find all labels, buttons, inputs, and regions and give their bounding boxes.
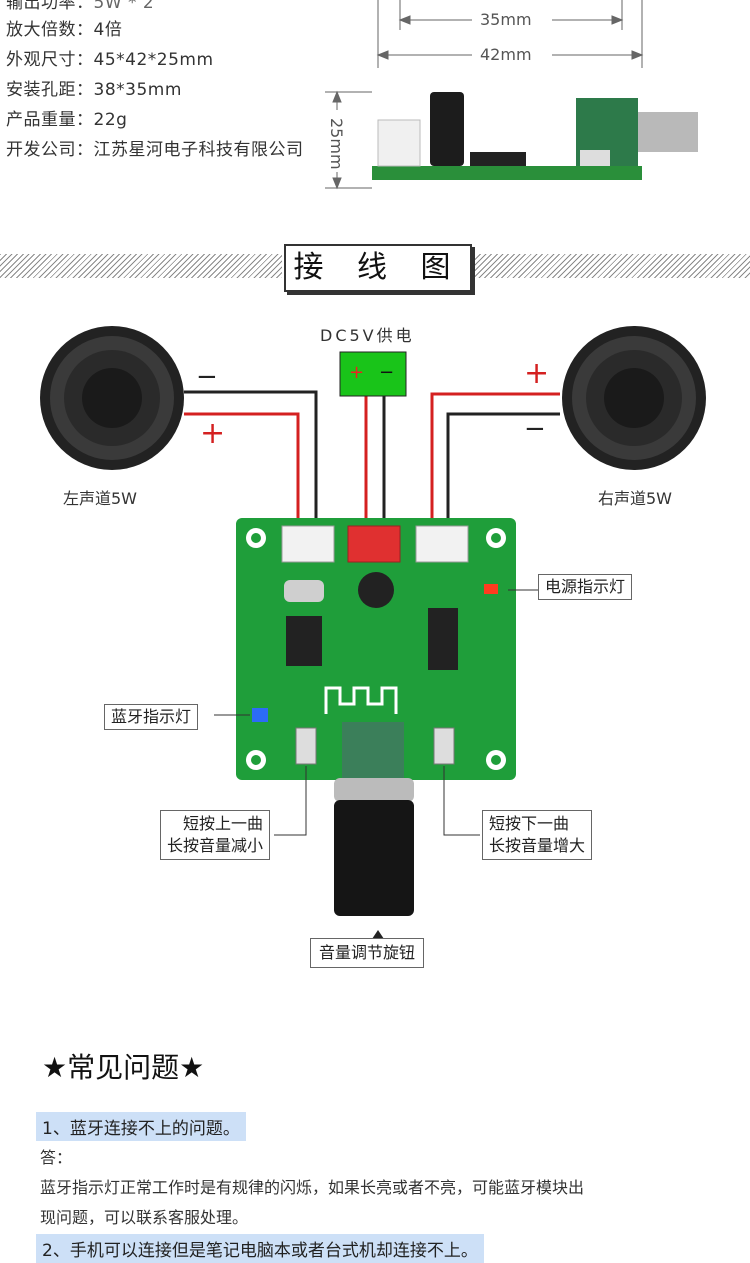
header-hatch-left bbox=[0, 254, 282, 278]
spec-row: 输出功率：5W * 2 bbox=[6, 0, 155, 13]
right-speaker-label: 右声道5W bbox=[598, 489, 673, 508]
header-hatch-right bbox=[474, 254, 750, 278]
power-led-icon bbox=[484, 584, 498, 594]
section-title: 接 线 图 bbox=[284, 244, 472, 292]
volume-knob-icon bbox=[334, 800, 414, 916]
power-minus-sign: − bbox=[379, 362, 395, 383]
right-plus-sign: + bbox=[524, 356, 550, 391]
spec-row: 放大倍数：4倍 bbox=[6, 20, 123, 40]
left-speaker-icon bbox=[40, 326, 184, 470]
faq-answer-label: 答： bbox=[40, 1148, 73, 1167]
left-speaker-label: 左声道5W bbox=[63, 489, 138, 508]
dim-25mm: 25mm bbox=[327, 118, 346, 170]
right-minus-sign: − bbox=[524, 414, 546, 444]
wiring-diagram bbox=[40, 326, 706, 942]
faq-answer-1-line2: 现问题，可以联系客服处理。 bbox=[40, 1208, 249, 1227]
next-button-label: 短按下一曲 长按音量增大 bbox=[482, 810, 593, 860]
right-speaker-icon bbox=[562, 326, 706, 470]
spec-row: 外观尺寸：45*42*25mm bbox=[6, 50, 214, 70]
bt-led-label: 蓝牙指示灯 bbox=[104, 704, 199, 730]
left-plus-sign: + bbox=[200, 416, 226, 451]
prev-button-label: 短按上一曲 长按音量减小 bbox=[160, 810, 271, 860]
spec-row: 安装孔距：38*35mm bbox=[6, 80, 182, 100]
spec-row: 产品重量：22g bbox=[6, 110, 128, 130]
knob-label: 音量调节旋钮 bbox=[310, 938, 425, 968]
dim-35mm: 35mm bbox=[480, 10, 532, 29]
dimension-drawing bbox=[325, 0, 698, 190]
dim-42mm: 42mm bbox=[480, 45, 532, 64]
spec-row: 开发公司：江苏星河电子科技有限公司 bbox=[6, 140, 304, 160]
faq-answer-1-line1: 蓝牙指示灯正常工作时是有规律的闪烁，如果长亮或者不亮，可能蓝牙模块出 bbox=[40, 1178, 585, 1197]
left-minus-sign: − bbox=[196, 362, 218, 392]
bt-led-icon bbox=[252, 708, 268, 722]
faq-question-2: 2、手机可以连接但是笔记电脑本或者台式机却连接不上。 bbox=[36, 1234, 484, 1263]
faq-title: ★常见问题★ bbox=[42, 1051, 205, 1084]
power-led-label: 电源指示灯 bbox=[538, 574, 633, 600]
faq-question-1: 1、蓝牙连接不上的问题。 bbox=[36, 1112, 246, 1141]
power-plus-sign: + bbox=[349, 362, 365, 383]
power-label: DC5V供电 bbox=[320, 326, 415, 345]
